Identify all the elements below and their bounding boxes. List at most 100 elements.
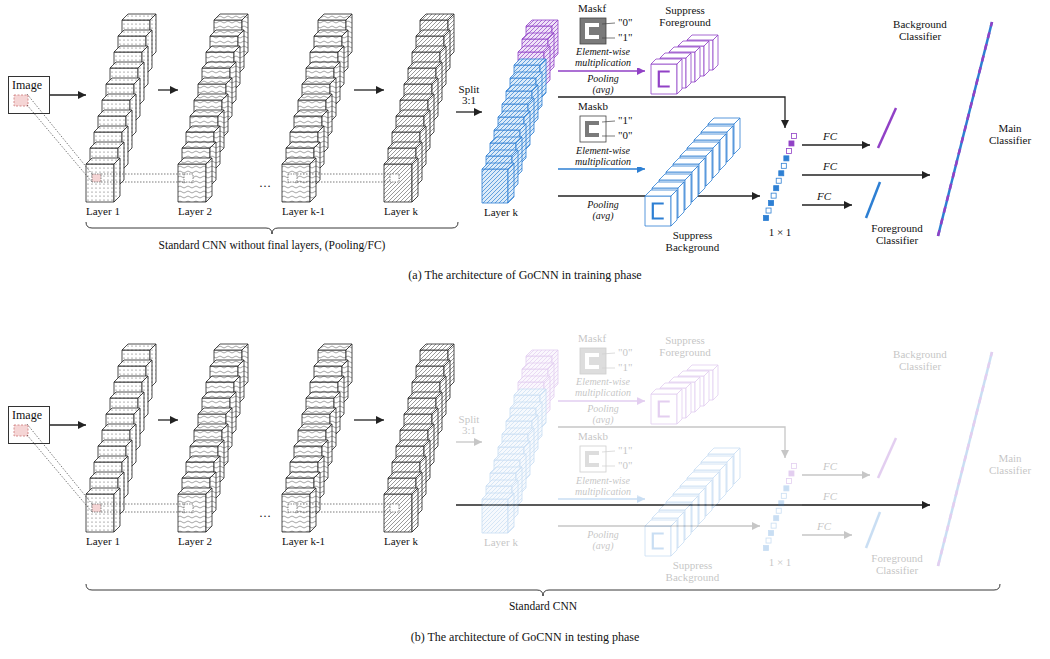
text-holder: Layer k (484, 536, 544, 548)
vector-cell (784, 156, 789, 161)
dotted-lines (27, 424, 390, 512)
cube-face (282, 164, 310, 202)
leader-line (602, 38, 615, 39)
mask: Maskb"1""0" (572, 430, 644, 476)
vector-cell (774, 186, 779, 191)
vector-cell (771, 523, 776, 528)
connector-group (802, 475, 870, 476)
arrow (50, 94, 86, 95)
cube-face (86, 494, 114, 532)
cube-face (384, 164, 412, 202)
brace-label: Standard CNN (313, 599, 773, 613)
cube-face (86, 494, 114, 532)
vector-cell (786, 148, 791, 153)
arrow (456, 111, 482, 112)
ellipsis: … (250, 176, 280, 190)
dotted-lines (27, 94, 390, 182)
cube-face (508, 163, 514, 203)
mask-icon (580, 446, 606, 472)
cube-face (678, 512, 684, 548)
text-holder: Layer 1 (86, 535, 156, 547)
dotted-line (101, 174, 184, 175)
node-label: Maskb (578, 430, 618, 442)
edge-label: Element-wise multiplication (563, 46, 643, 68)
node-label: Layer k-1 (282, 205, 352, 217)
node-shape (86, 14, 156, 220)
cube-face (508, 493, 514, 533)
cube-face (645, 196, 671, 226)
text-holder: … (250, 506, 280, 520)
mask-icon (580, 116, 606, 142)
node-label: Layer 1 (86, 535, 156, 547)
mask-shape (653, 534, 664, 549)
text-holder: Element-wise multiplication (563, 475, 643, 497)
brace (86, 222, 458, 234)
node-shape (384, 14, 454, 220)
cube-face (114, 158, 120, 202)
cube-face (310, 488, 316, 532)
text-holder: 1 × 1 (760, 556, 800, 568)
classifier: Foreground Classifier (852, 160, 942, 255)
node-label: Main Classifier (982, 452, 1038, 476)
node-label: Background Classifier (885, 18, 955, 42)
suppressed-stack: Suppress Foreground (645, 4, 727, 97)
connector-group (50, 425, 86, 426)
cube-face (412, 158, 418, 202)
text-holder: Maskf (578, 2, 618, 14)
cube-face (720, 134, 726, 170)
arrow (802, 534, 852, 535)
cube-face (713, 472, 719, 508)
edge-label: Element-wise multiplication (563, 376, 643, 398)
cube-face (704, 371, 709, 406)
node-shape (930, 18, 1040, 240)
feature-stack: Layer k (384, 344, 456, 550)
cube-face (114, 158, 120, 202)
arrow (456, 441, 482, 442)
connector-group (558, 71, 645, 72)
vector-cell (776, 508, 781, 513)
cube-face (699, 158, 705, 194)
cube-face (727, 126, 733, 162)
receptive-field (184, 174, 193, 182)
edge-label: FC (822, 131, 838, 142)
dotted-line (297, 174, 390, 175)
cube-face (706, 480, 712, 516)
cube-face (704, 41, 709, 76)
text-holder: FC (812, 191, 836, 202)
classifier-line (938, 22, 992, 236)
mask-shape (659, 72, 670, 87)
text-holder: Foreground Classifier (862, 222, 932, 246)
text-holder: FC (818, 131, 842, 142)
feature-vector: 1 × 1 (760, 458, 802, 570)
vector-cell (766, 538, 771, 543)
text-holder: Layer k (484, 206, 544, 218)
node-label: Background Classifier (885, 348, 955, 372)
subcaption: (b) The architecture of GoCNN in testing… (0, 630, 1050, 644)
text-holder: (b) The architecture of GoCNN in testing… (0, 630, 1050, 644)
connector-group (354, 90, 384, 91)
cube-face (678, 182, 684, 218)
arrow (50, 424, 86, 425)
text-holder: Pooling (avg) (580, 73, 626, 95)
text-holder: FC (818, 461, 842, 472)
cube-face (685, 174, 691, 210)
cube-face (178, 494, 206, 532)
cube-face (704, 371, 709, 406)
cube-face (734, 448, 740, 484)
cube-face (699, 488, 705, 524)
cube-face (206, 158, 212, 202)
cube-face (310, 158, 316, 202)
node-shape (760, 128, 800, 240)
node-shape (86, 344, 156, 550)
cube-face (671, 190, 677, 226)
cube-face (206, 158, 212, 202)
node-label: Layer 2 (178, 535, 248, 547)
text-holder: FC (812, 521, 836, 532)
cube-face (704, 41, 709, 76)
input-image: Image (8, 406, 50, 444)
node-label: Layer 1 (86, 205, 156, 217)
cube-face (206, 488, 212, 532)
arrow (158, 419, 178, 420)
arrow (558, 168, 645, 169)
cube-face (713, 35, 718, 70)
